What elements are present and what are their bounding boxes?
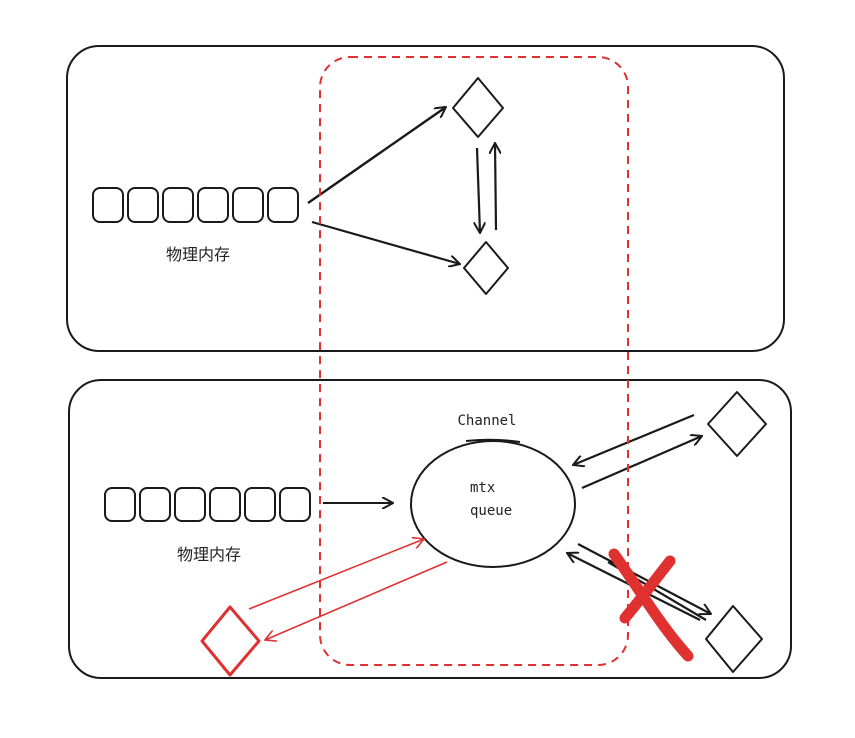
channel-ellipse bbox=[410, 440, 576, 568]
bottom-panel-frame bbox=[68, 379, 792, 679]
arrow-red-node-to-channel bbox=[248, 539, 424, 610]
bottom-node-right-lower-diamond bbox=[705, 605, 763, 673]
blocked-cross-stroke-2 bbox=[619, 555, 676, 624]
bottom-memory-cell bbox=[139, 487, 171, 522]
channel-queue-label: queue bbox=[470, 503, 512, 519]
highlight-dashed-region bbox=[319, 56, 629, 666]
arrow-channel-to-node-lower bbox=[577, 543, 711, 614]
channel-title-underline bbox=[465, 438, 521, 443]
top-memory-cells bbox=[92, 187, 299, 223]
bottom-memory-cell bbox=[104, 487, 136, 522]
bottom-memory-cell bbox=[279, 487, 311, 522]
arrow-channel-to-red-node bbox=[265, 561, 448, 640]
bottom-memory-cell bbox=[244, 487, 276, 522]
top-memory-cell bbox=[162, 187, 194, 223]
top-memory-cell bbox=[197, 187, 229, 223]
top-node-upper-diamond bbox=[452, 77, 504, 138]
top-memory-cell bbox=[232, 187, 264, 223]
arrow-memory-to-lower-node bbox=[311, 220, 460, 264]
bottom-memory-cell bbox=[174, 487, 206, 522]
bottom-memory-cells bbox=[104, 487, 311, 522]
top-memory-label: 物理内存 bbox=[166, 245, 230, 264]
channel-mtx-label: mtx bbox=[470, 480, 495, 496]
blocked-cross-stroke-1 bbox=[608, 548, 694, 662]
arrow-upper-to-lower-node bbox=[477, 147, 480, 233]
arrow-channel-to-node-upper bbox=[581, 436, 702, 490]
bottom-memory-label: 物理内存 bbox=[177, 545, 241, 564]
top-memory-cell bbox=[267, 187, 299, 223]
arrow-lower-to-upper-node bbox=[495, 143, 496, 231]
bottom-node-left-red-diamond bbox=[200, 605, 261, 677]
bottom-memory-cell bbox=[209, 487, 241, 522]
top-memory-cell bbox=[127, 187, 159, 223]
arrow-node-to-channel-upper bbox=[573, 413, 695, 465]
top-panel-frame bbox=[66, 45, 785, 352]
top-memory-cell bbox=[92, 187, 124, 223]
bottom-node-right-upper-diamond bbox=[707, 391, 767, 457]
top-node-lower-diamond bbox=[463, 241, 509, 295]
arrow-memory-to-upper-node bbox=[307, 107, 446, 204]
channel-title: Channel bbox=[457, 413, 516, 429]
